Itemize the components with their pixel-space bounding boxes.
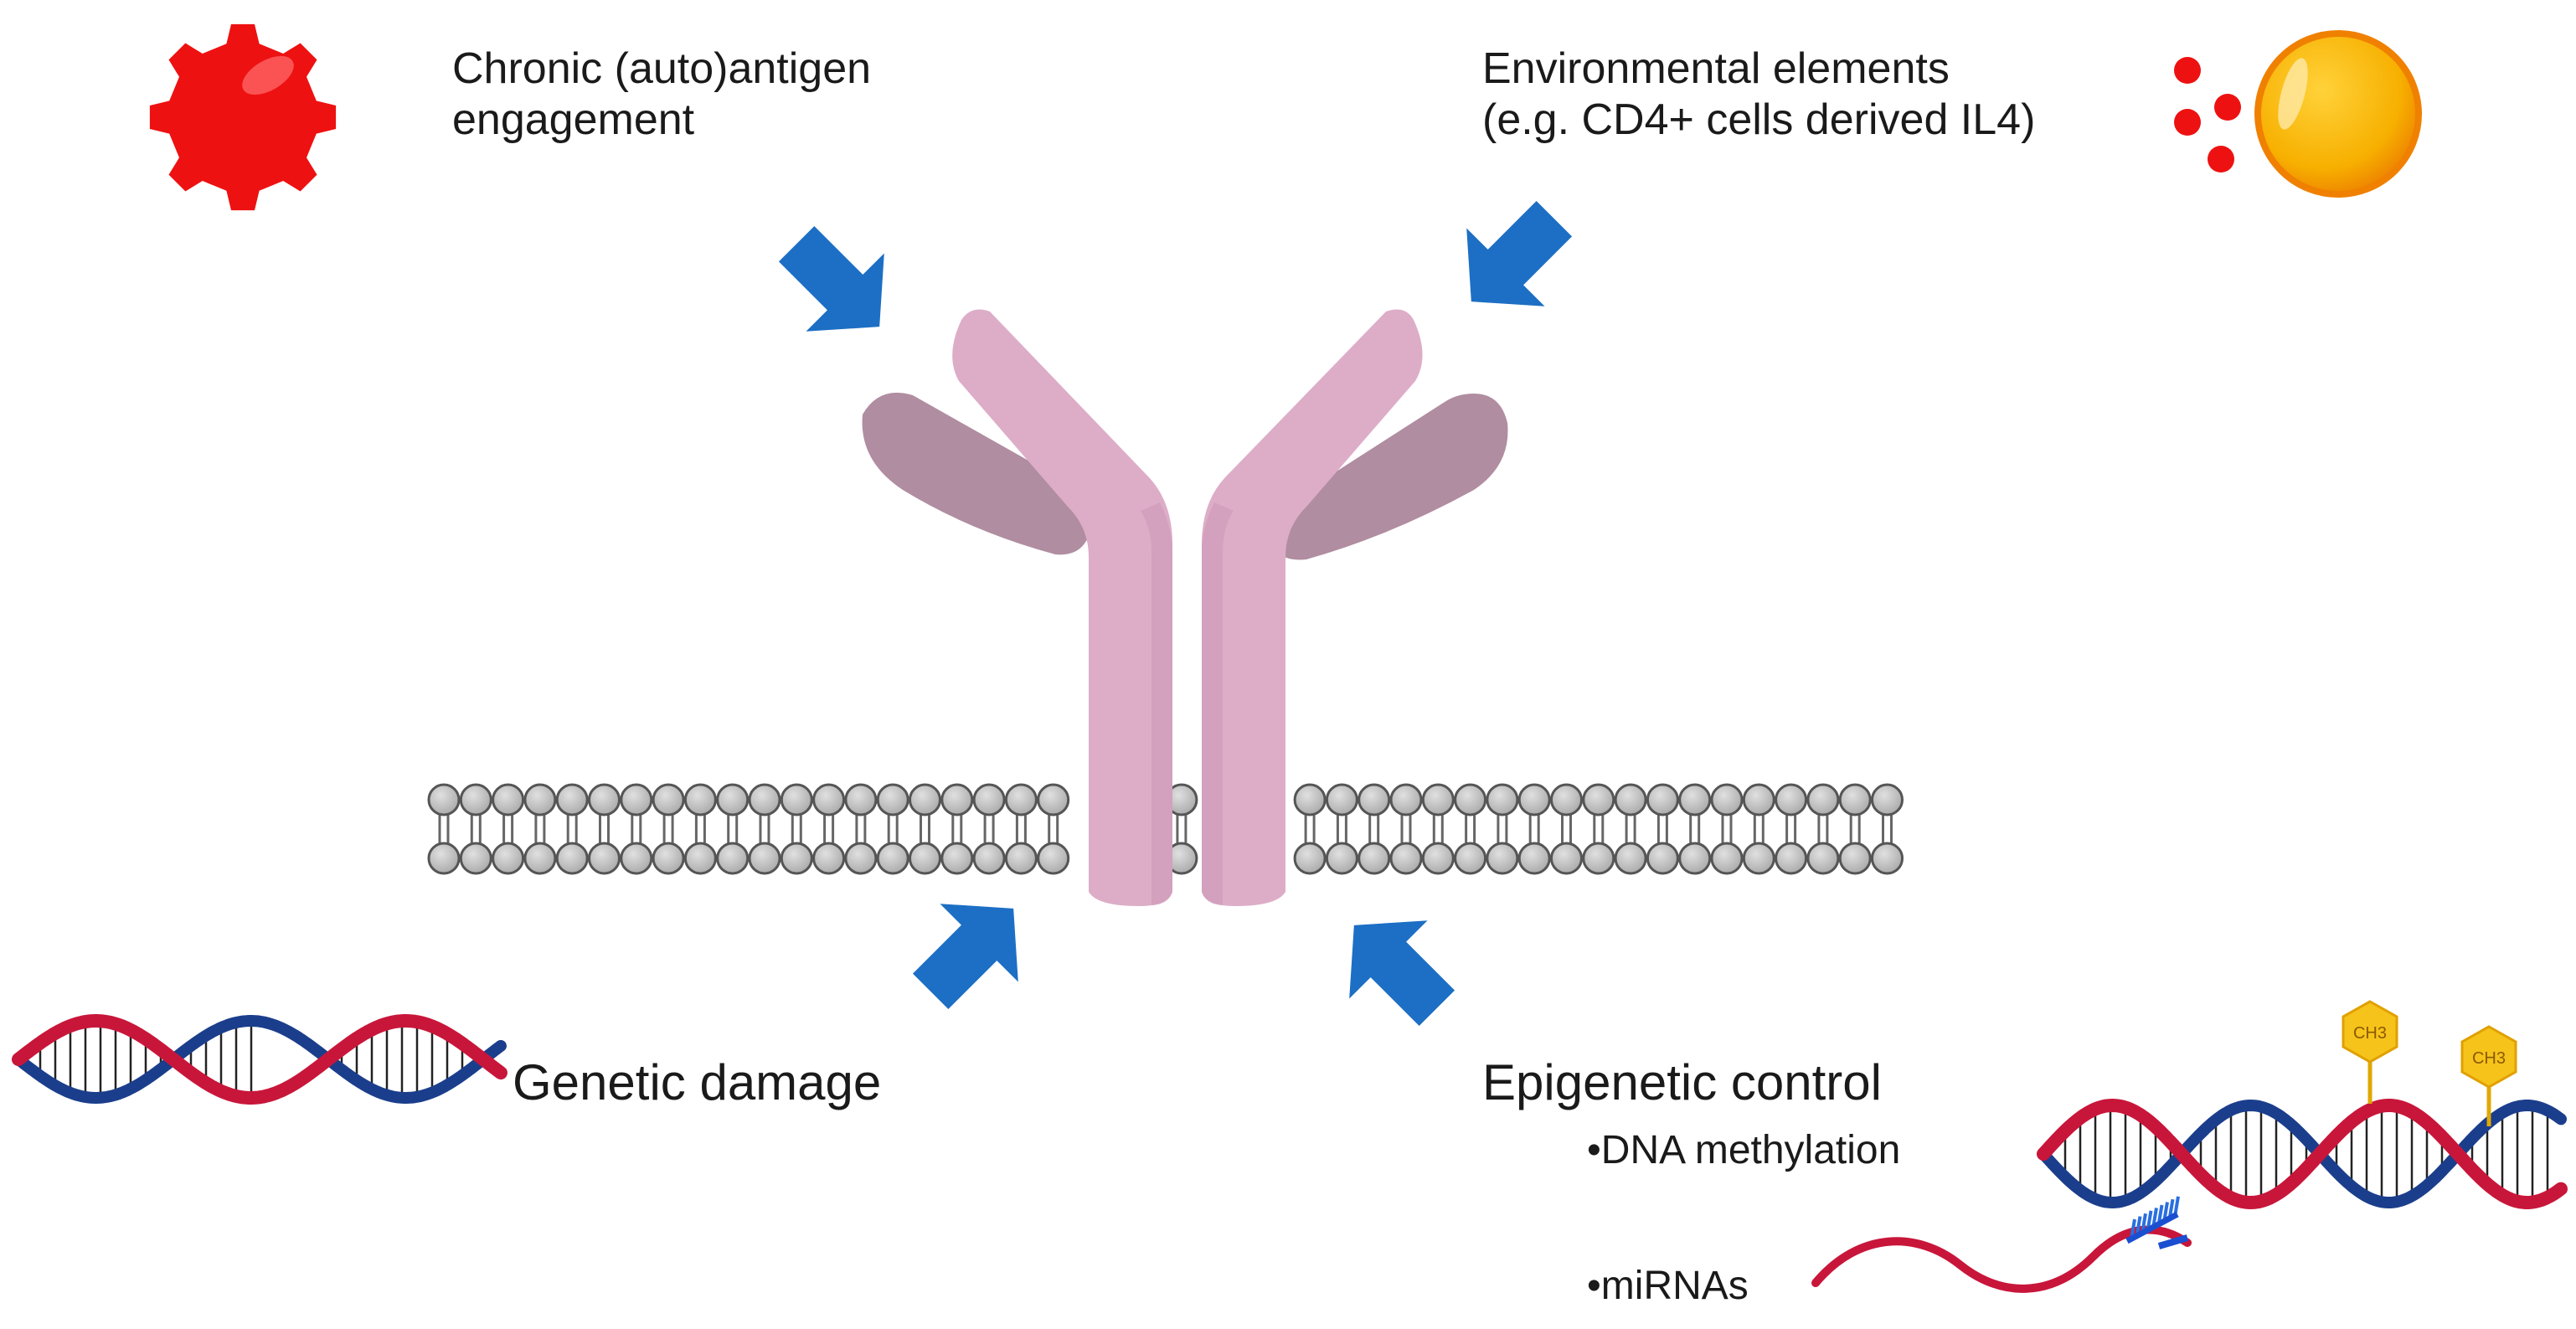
label-mirnas: •miRNAs: [1587, 1264, 1749, 1308]
label-epigenetic-control: Epigenetic control: [1482, 1054, 1882, 1110]
methyl-tag-label: CH3: [2353, 1024, 2387, 1043]
arrow-epigenetic: [1349, 920, 1455, 1027]
mirna-strand-icon: [1811, 1196, 2192, 1293]
label-antigen: Chronic (auto)antigen engagement: [452, 44, 871, 147]
label-antigen-line1: Chronic (auto)antigen: [452, 44, 872, 93]
arrow-icon: [1349, 920, 1455, 1027]
arrow-icon: [778, 225, 884, 332]
arrow-environment: [1466, 200, 1573, 306]
cell-sphere-icon: [2254, 30, 2422, 198]
label-genetic-damage: Genetic damage: [513, 1054, 882, 1110]
label-environment-line1: Environmental elements: [1482, 44, 1950, 93]
methyl-tag-label: CH3: [2472, 1049, 2506, 1068]
label-environment: Environmental elements (e.g. CD4+ cells …: [1482, 44, 2035, 147]
arrow-antigen: [778, 225, 884, 332]
methylated-dna-icon: [2037, 1098, 2568, 1210]
label-environment-line2: (e.g. CD4+ cells derived IL4): [1482, 95, 2036, 145]
dna-helix-icon: [12, 1014, 507, 1105]
label-dna-methylation: •DNA methylation: [1587, 1128, 1901, 1172]
cell-membrane-icon: [427, 783, 1904, 875]
arrow-icon: [1466, 200, 1573, 306]
label-antigen-line2: engagement: [452, 95, 695, 145]
arrow-icon: [912, 904, 1018, 1010]
antigen-gear-icon: [149, 23, 337, 211]
bcr-receptor-icon: [862, 309, 1508, 906]
methyl-tag-1: CH3: [2342, 1000, 2398, 1104]
methyl-tag-2: CH3: [2460, 1025, 2517, 1126]
arrow-genetic: [912, 904, 1018, 1010]
cytokine-dots-icon: [2174, 57, 2241, 173]
